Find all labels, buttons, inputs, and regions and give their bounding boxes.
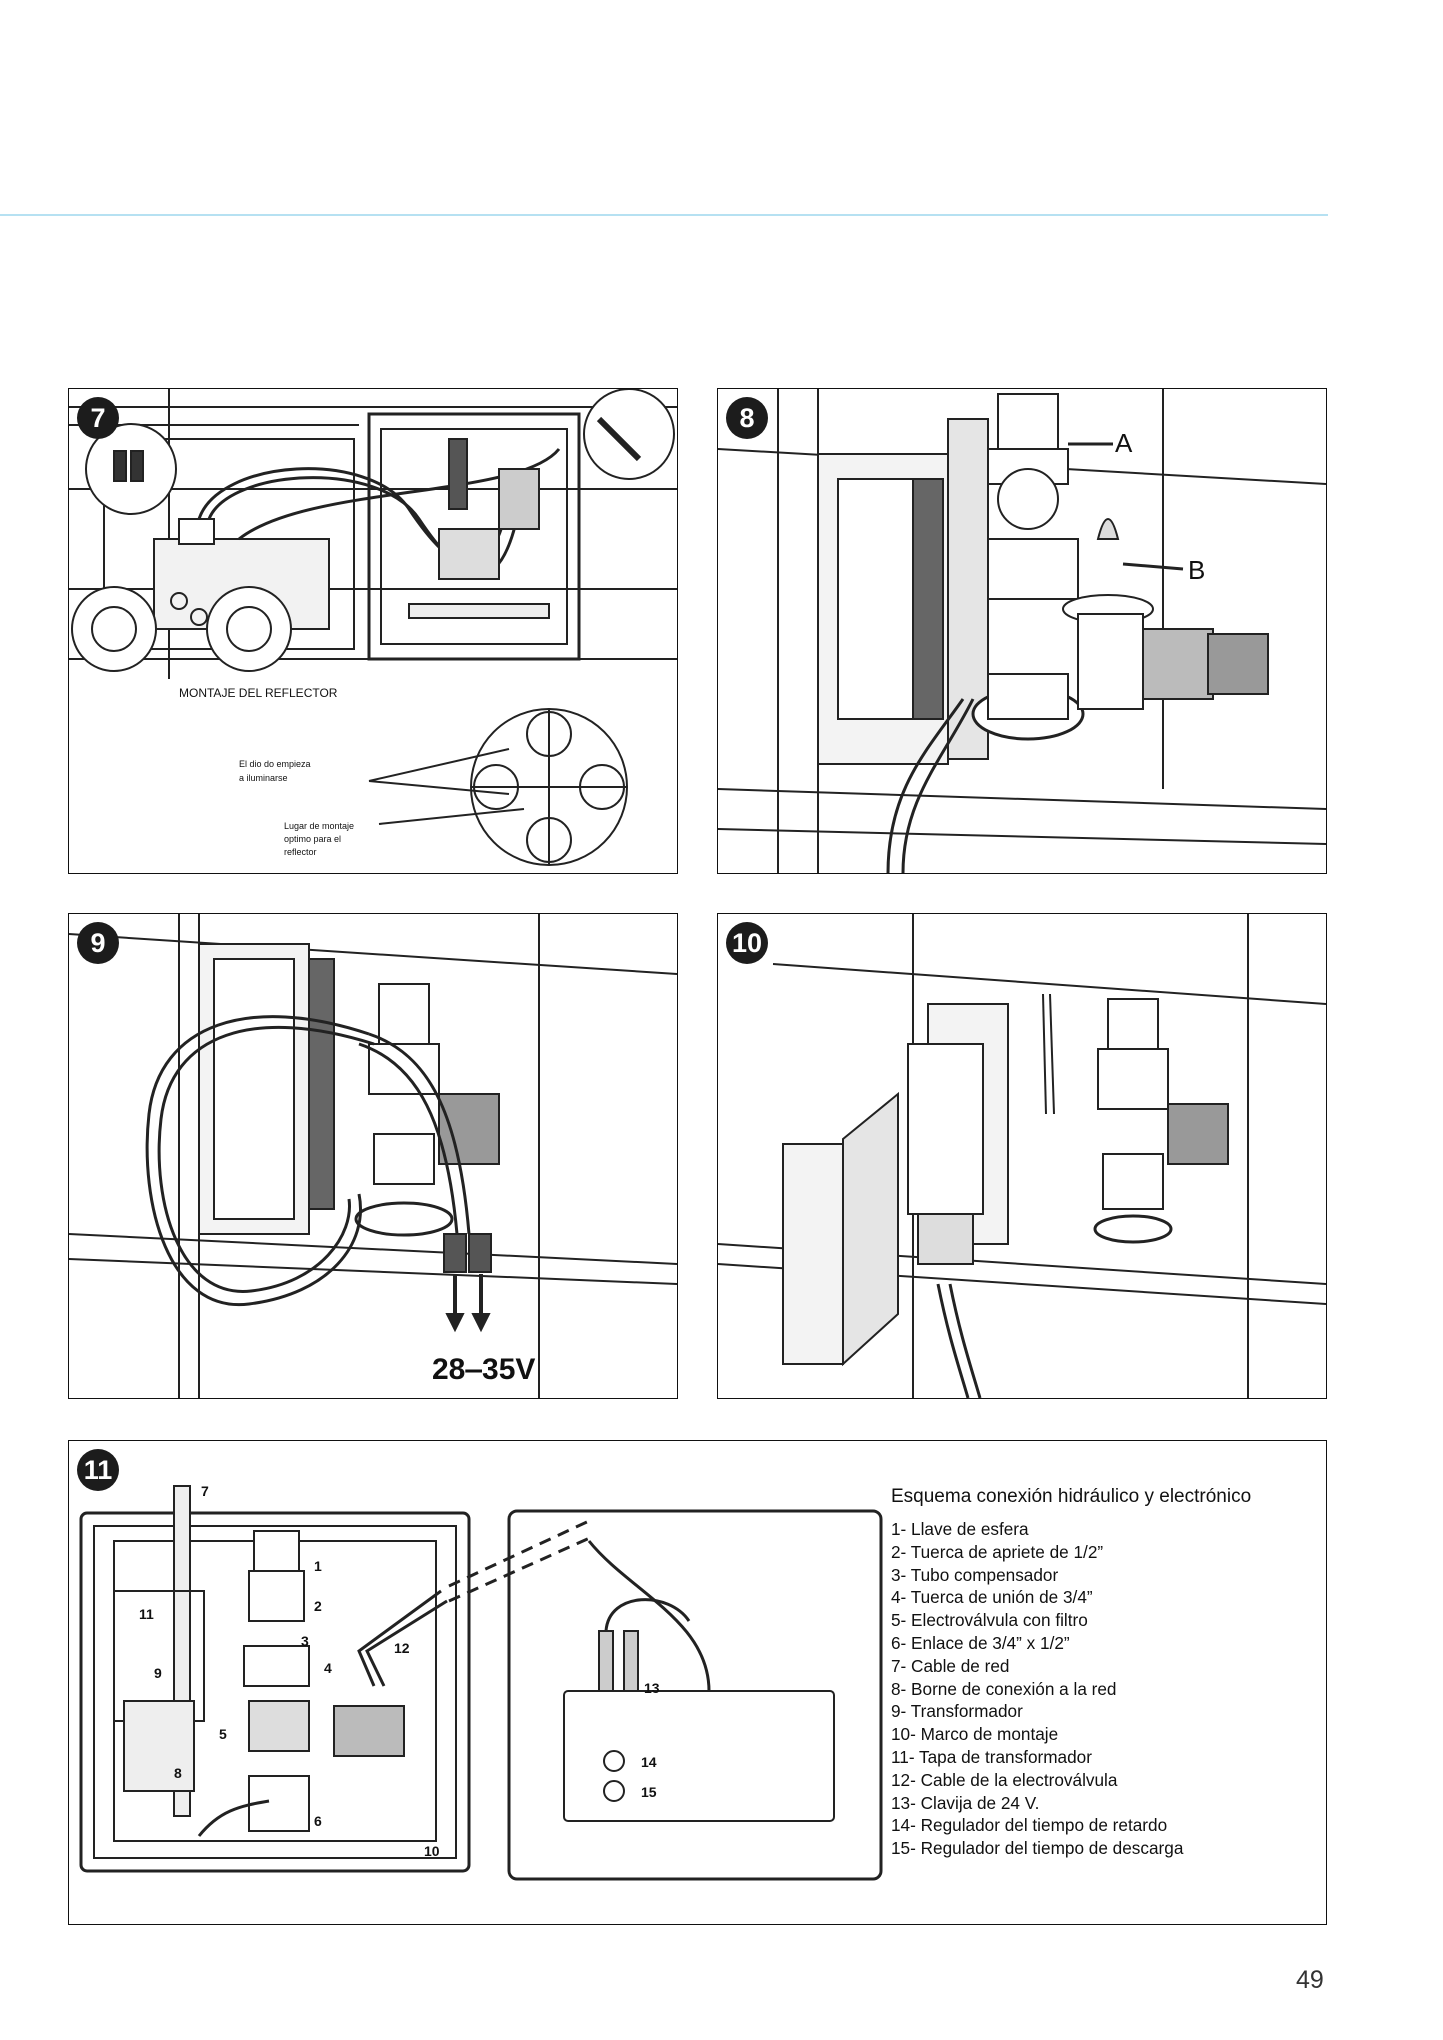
legend-item-5: 5- Electroválvula con filtro [891, 1610, 1088, 1631]
callout-7: 7 [201, 1483, 209, 1499]
callout-4: 4 [324, 1660, 332, 1676]
figure-7-panel: 7 [68, 388, 678, 874]
figure-7-title-label: MONTAJE DEL REFLECTOR [179, 686, 338, 700]
figure-8-illustration: A B [718, 389, 1326, 873]
legend-item-3: 3- Tubo compensador [891, 1564, 1059, 1585]
figure-7-illustration: MONTAJE DEL REFLECTOR El dio do empieza … [69, 389, 677, 866]
figure-7-note-b-line2: optimo para el [284, 834, 341, 844]
figure-11-panel: 11 [68, 1440, 1327, 1925]
figure-11-callouts: 1 2 3 4 5 6 7 8 9 10 11 12 13 14 15 [139, 1483, 660, 1859]
callout-6: 6 [314, 1813, 322, 1829]
callout-11: 11 [139, 1606, 154, 1622]
header-rule [0, 214, 1328, 216]
legend: Esquema conexión hidráulico y electrónic… [891, 1486, 1326, 1860]
legend-item-1: 1- Llave de esfera [891, 1519, 1029, 1539]
legend-list: 1- Llave de esfera 2- Tuerca de apriete … [891, 1518, 1326, 1860]
figure-8-number: 8 [726, 397, 768, 439]
legend-item-2: 2- Tuerca de apriete de 1/2” [891, 1541, 1104, 1562]
figure-9-illustration: 28‒35V [69, 914, 677, 1398]
figure-9-number: 9 [77, 922, 119, 964]
callout-14: 14 [641, 1754, 657, 1770]
legend-item-4: 4- Tuerca de unión de 3/4” [891, 1587, 1093, 1608]
callout-8: 8 [174, 1765, 182, 1781]
callout-12: 12 [394, 1640, 410, 1656]
legend-item-14: 14- Regulador del tiempo de retardo [891, 1815, 1168, 1836]
callout-10: 10 [424, 1843, 440, 1859]
callout-13: 13 [644, 1680, 660, 1696]
figure-7-note-a-line1: El dio do empieza [239, 759, 311, 769]
figure-8-panel: 8 A [717, 388, 1327, 874]
figure-7-number: 7 [77, 397, 119, 439]
legend-item-12: 12- Cable de la electroválvula [891, 1769, 1118, 1790]
callout-2: 2 [314, 1598, 322, 1614]
figure-9-voltage-label: 28‒35V [432, 1353, 535, 1386]
figure-9-panel: 9 28‒35V [68, 913, 678, 1399]
figure-7-note-b-line3: reflector [284, 847, 317, 857]
legend-item-11: 11- Tapa de transformador [891, 1746, 1092, 1767]
callout-5: 5 [219, 1726, 227, 1742]
page-number: 49 [1296, 1966, 1324, 1994]
figure-11-illustration: 1 2 3 4 5 6 7 8 9 10 11 12 13 14 15 [79, 1483, 883, 1881]
figure-7-note-b-line1: Lugar de montaje [284, 821, 354, 831]
figure-7-note-a-line2: a iluminarse [239, 773, 288, 783]
figure-8-label-a: A [1115, 428, 1133, 458]
callout-15: 15 [641, 1784, 657, 1800]
legend-item-6: 6- Enlace de 3/4” x 1/2” [891, 1632, 1070, 1653]
callout-3: 3 [301, 1633, 309, 1649]
figure-8-label-b: B [1188, 555, 1205, 585]
figure-10-illustration [718, 914, 1326, 1398]
figure-10-number: 10 [726, 922, 768, 964]
legend-title: Esquema conexión hidráulico y electrónic… [891, 1486, 1252, 1507]
legend-item-8: 8- Borne de conexión a la red [891, 1678, 1117, 1699]
figure-11-number: 11 [77, 1449, 119, 1491]
legend-item-10: 10- Marco de montaje [891, 1724, 1059, 1745]
callout-1: 1 [314, 1558, 322, 1574]
callout-9: 9 [154, 1665, 162, 1681]
legend-item-15: 15- Regulador del tiempo de descarga [891, 1838, 1184, 1859]
legend-item-9: 9- Transformador [891, 1701, 1023, 1722]
figure-10-panel: 10 [717, 913, 1327, 1399]
legend-item-7: 7- Cable de red [891, 1655, 1010, 1676]
legend-item-13: 13- Clavija de 24 V. [891, 1792, 1040, 1813]
